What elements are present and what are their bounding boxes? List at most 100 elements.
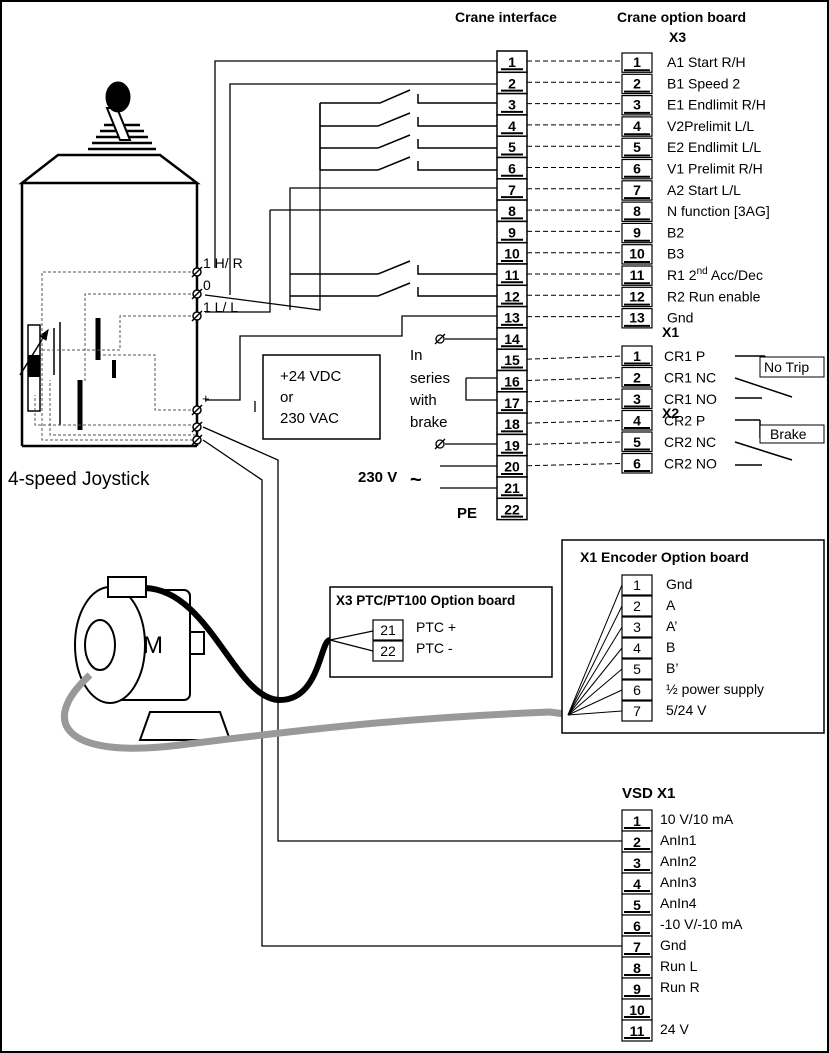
pe-label: PE xyxy=(457,505,477,522)
crane-option-board-header: Crane option board xyxy=(617,9,746,25)
encoder-terminal-number: 4 xyxy=(633,640,641,656)
encoder-terminal-number: 7 xyxy=(633,703,641,719)
series-note-line1: In xyxy=(410,347,423,364)
x3-terminal-number: 1 xyxy=(633,54,641,70)
x3-terminal-number: 7 xyxy=(633,182,641,198)
x3-terminal-number: 6 xyxy=(633,161,641,177)
terminal-number: 14 xyxy=(504,331,520,347)
x3-header: X3 xyxy=(669,29,686,45)
vsd-terminal-label: 10 V/10 mA xyxy=(660,811,734,827)
x3-terminal-label: V2Prelimit L/L xyxy=(667,118,754,134)
encoder-terminal-label: Gnd xyxy=(666,576,692,592)
crane-interface-terminal: 3 xyxy=(496,92,528,116)
crane-interface-terminal: 11 xyxy=(496,263,528,287)
encoder-terminal-label: A xyxy=(666,597,676,613)
joystick-pos-hr: 1 H/ R xyxy=(203,255,243,271)
terminal-number: 10 xyxy=(504,246,520,262)
series-note-line2: series xyxy=(410,370,450,387)
x3-terminal-row: 4 V2Prelimit L/L xyxy=(621,116,754,137)
encoder-terminal-label: B xyxy=(666,639,675,655)
crane-interface-terminal: 6 xyxy=(496,156,528,180)
crane-interface-terminal: 16 xyxy=(496,369,528,393)
relay-terminal-number: 1 xyxy=(633,348,641,364)
crane-interface-terminal: 17 xyxy=(496,391,528,414)
relay-terminal-label: CR2 NC xyxy=(664,434,716,450)
vsd-terminal-number: 10 xyxy=(629,1002,645,1018)
relay-terminal-number: 2 xyxy=(633,370,641,386)
ptc-terminal-label: PTC - xyxy=(416,640,453,656)
crane-interface-terminal: 21 xyxy=(496,476,528,500)
x3-terminal-number: 8 xyxy=(633,203,641,219)
crane-interface-terminal: 15 xyxy=(496,348,528,372)
crane-interface-terminal: 22 xyxy=(496,497,528,521)
vsd-terminal-label: -10 V/-10 mA xyxy=(660,916,743,932)
terminal-number: 15 xyxy=(504,352,520,368)
terminal-number: 9 xyxy=(508,224,516,240)
x3-terminal-row: 6 V1 Prelimit R/H xyxy=(621,158,763,180)
vsd-title: VSD X1 xyxy=(622,785,675,802)
x3-terminal-number: 10 xyxy=(629,246,645,262)
terminal-number: 4 xyxy=(508,118,516,134)
terminal-number: 3 xyxy=(508,97,516,113)
vsd-terminal-number: 1 xyxy=(633,813,641,829)
x1-header: X1 xyxy=(662,324,679,340)
ptc-terminal-number: 21 xyxy=(380,622,396,638)
vsd-terminal-label: Run L xyxy=(660,958,698,974)
brake-label: Brake xyxy=(770,426,807,442)
x3-terminal-label: B2 xyxy=(667,224,684,240)
joystick-pos-ll: 1 L/ L xyxy=(203,299,238,315)
limit-switches xyxy=(290,89,497,297)
x3-terminal-number: 4 xyxy=(633,118,641,134)
terminal-number: 12 xyxy=(504,288,520,304)
vsd-terminal-number: 7 xyxy=(633,939,641,955)
vsd-terminal-row: 7 Gnd xyxy=(621,935,686,958)
vsd-terminal-label: AnIn2 xyxy=(660,853,697,869)
crane-interface-terminal: 10 xyxy=(496,241,528,265)
x3-terminal-label: B1 Speed 2 xyxy=(667,75,740,91)
crane-interface-terminal: 2 xyxy=(496,71,528,95)
x3-terminal-number: 3 xyxy=(633,97,641,113)
joystick-plus: + xyxy=(202,391,210,406)
power-supply-box xyxy=(262,354,381,440)
encoder-terminal-number: 6 xyxy=(633,682,641,698)
terminal-number: 18 xyxy=(504,416,520,432)
power-supply-line1: +24 VDC xyxy=(280,368,341,385)
joystick-terminals xyxy=(191,266,203,446)
vsd-terminal-label: AnIn1 xyxy=(660,832,697,848)
crane-interface-terminal: 14 xyxy=(496,327,528,350)
series-note-line4: brake xyxy=(410,414,448,431)
mains-voltage: 230 V xyxy=(358,469,397,486)
terminal-number: 16 xyxy=(504,374,520,390)
x3-terminal-number: 11 xyxy=(630,267,645,283)
x3-terminal-label: V1 Prelimit R/H xyxy=(667,161,763,177)
terminal-number: 17 xyxy=(504,395,520,411)
x3-terminal-label: E1 Endlimit R/H xyxy=(667,97,766,113)
crane-interface-terminal: 9 xyxy=(496,220,528,244)
vsd-terminal-label: Run R xyxy=(660,979,700,995)
terminal-number: 2 xyxy=(508,75,516,91)
no-trip-label: No Trip xyxy=(764,359,809,375)
encoder-terminal-label: A’ xyxy=(666,618,677,634)
terminal-number: 19 xyxy=(504,437,520,453)
vsd-terminal-label: Gnd xyxy=(660,937,686,953)
vsd-terminal-row: 6-10 V/-10 mA xyxy=(621,914,743,937)
vsd-terminal-number: 8 xyxy=(633,960,641,976)
x3-terminal-label: R1 2nd Acc/Dec xyxy=(667,266,763,283)
relay-terminal-label: CR2 NO xyxy=(664,456,717,472)
x3-terminal-number: 12 xyxy=(629,288,645,304)
x3-terminal-label: A1 Start R/H xyxy=(667,54,746,70)
